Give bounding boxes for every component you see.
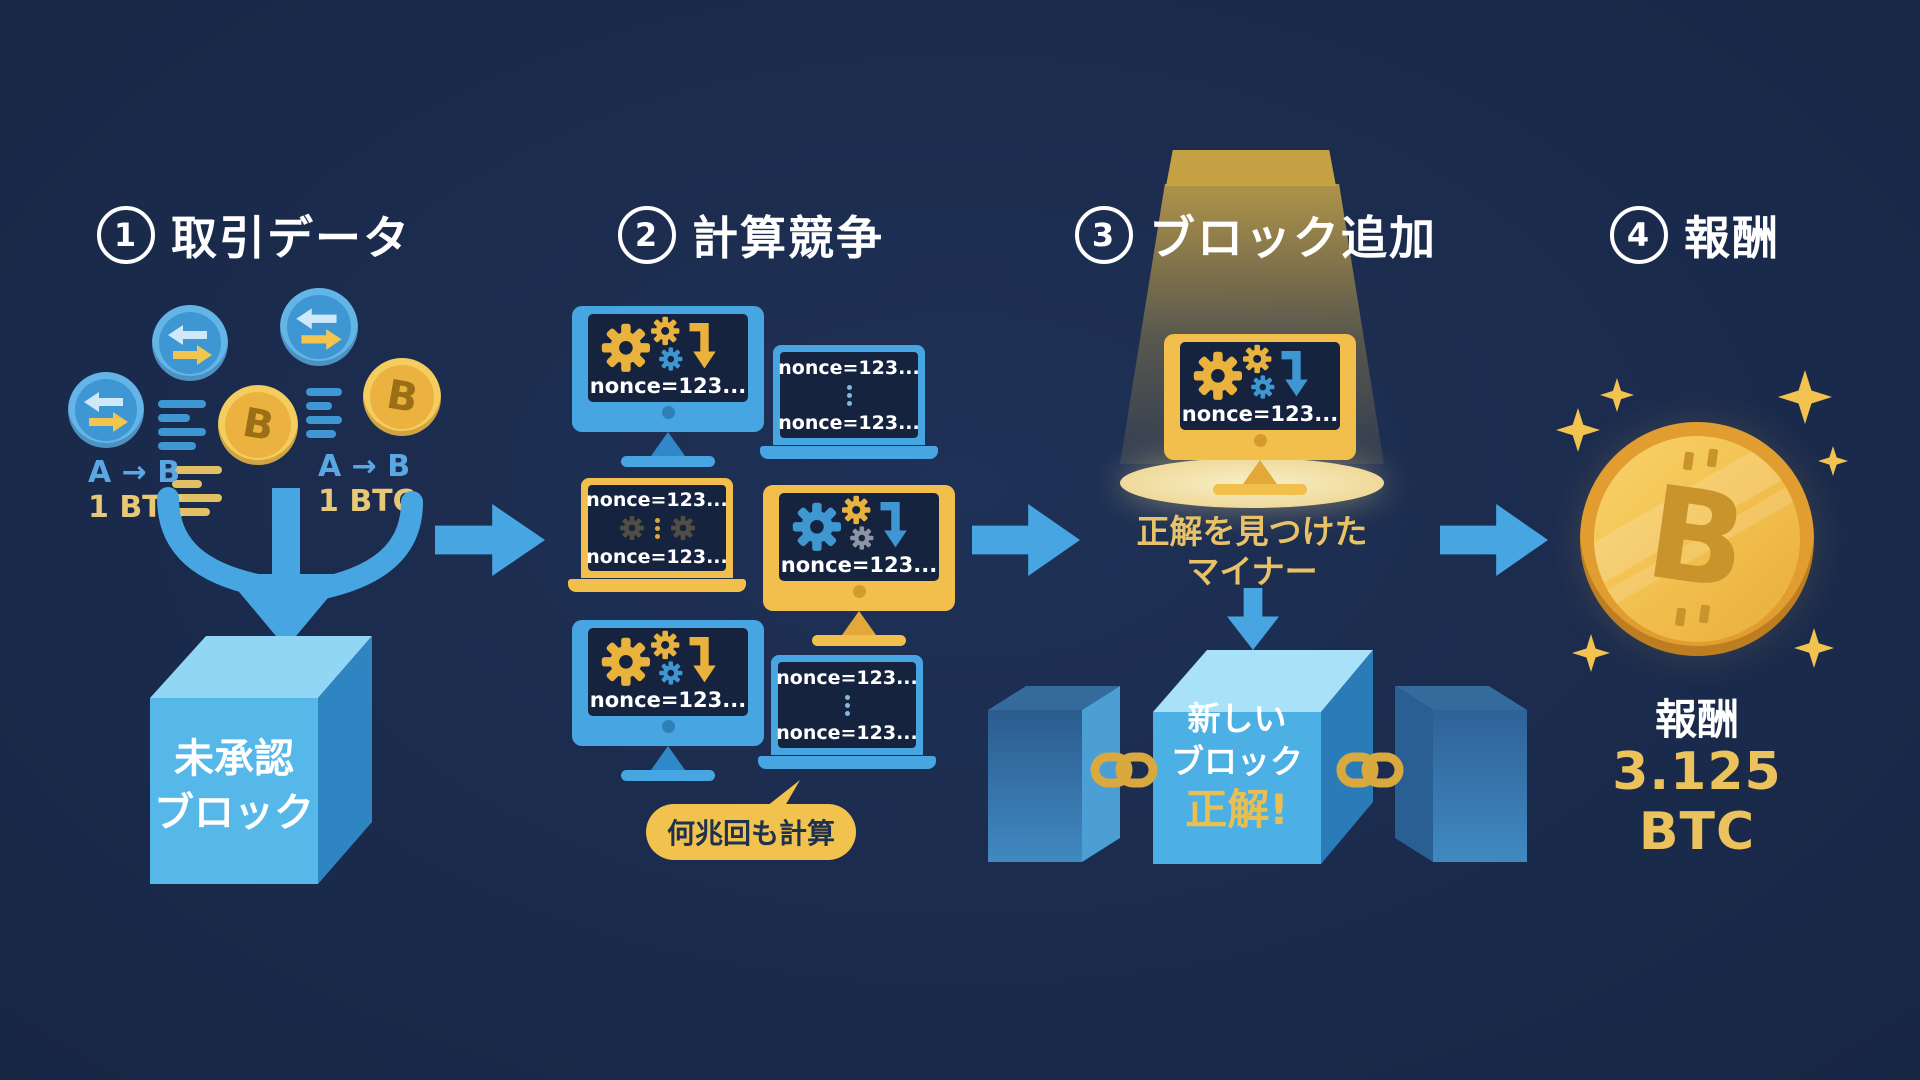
step3-title-label: ブロック追加 <box>1149 211 1437 265</box>
nonce-text: nonce=123... <box>589 688 747 712</box>
step3-title: 3 ブロック追加 <box>1075 202 1437 268</box>
step2-title: 2 計算競争 <box>618 202 884 268</box>
flow-arrow-icon <box>435 504 545 576</box>
blockchain-new-block <box>1153 650 1373 864</box>
chain-link-icon <box>1336 752 1404 788</box>
unconfirmed-block-cube <box>150 636 372 884</box>
nonce-text: nonce=123... <box>778 411 920 434</box>
laptop-computer-icon: nonce=123... nonce=123... <box>568 478 746 592</box>
nonce-text: nonce=123... <box>586 488 728 511</box>
sparkle-icon <box>1794 628 1834 668</box>
transaction-lines-icon <box>158 400 208 456</box>
reward-amount: 3.125 BTC <box>1612 742 1782 862</box>
step1-title: 1 取引データ <box>97 202 411 268</box>
nonce-text: nonce=123... <box>1181 402 1339 426</box>
gears-icon <box>619 515 696 542</box>
step2-number-badge: 2 <box>618 206 676 264</box>
step3-number-badge: 3 <box>1075 206 1133 264</box>
gears-icon <box>601 630 716 686</box>
step4-title: 4 報酬 <box>1610 202 1780 268</box>
nonce-text: nonce=123... <box>780 553 938 577</box>
speech-bubble: 何兆回も計算 <box>646 804 856 860</box>
blockchain-prev-block <box>988 686 1120 862</box>
bitcoin-coin-icon: B <box>363 358 441 436</box>
chain-link-icon <box>1090 752 1158 788</box>
step1-number-badge: 1 <box>97 206 155 264</box>
nonce-text: nonce=123... <box>589 374 747 398</box>
gears-icon <box>1193 344 1308 400</box>
nonce-text: nonce=123... <box>778 356 920 379</box>
step4-title-label: 報酬 <box>1684 211 1780 265</box>
laptop-computer-icon: nonce=123... nonce=123... <box>760 345 938 459</box>
sparkle-icon <box>1600 378 1634 412</box>
nonce-text: nonce=123... <box>776 721 918 744</box>
transfer-coin-icon <box>152 305 228 381</box>
transaction-caption: A → B 1 BTC <box>318 449 415 519</box>
step2-title-label: 計算競争 <box>692 211 884 265</box>
transfer-coin-icon <box>280 288 358 366</box>
dots-icon <box>846 382 852 409</box>
transfer-coin-icon <box>68 372 144 448</box>
sparkle-icon <box>1778 370 1832 424</box>
reward-coin-icon: B <box>1580 422 1814 656</box>
sparkle-icon <box>1818 446 1848 476</box>
tx-parties: A → B <box>318 449 411 484</box>
unconfirmed-block-label: 未承認 ブロック <box>154 736 314 836</box>
gears-icon <box>792 495 907 551</box>
spotlight-cap <box>1166 150 1336 186</box>
new-block-label: 新しい ブロック 正解! <box>1171 699 1303 834</box>
flow-arrow-icon <box>1440 504 1548 576</box>
sparkle-icon <box>1572 634 1610 672</box>
tx-amount: 1 BTC <box>318 483 415 519</box>
nonce-text: nonce=123... <box>776 666 918 689</box>
down-arrow-icon <box>1227 588 1279 650</box>
flow-arrow-icon <box>972 504 1080 576</box>
sparkle-icon <box>1556 408 1600 452</box>
bitcoin-coin-icon: B <box>218 385 298 465</box>
winner-caption: 正解を見つけた マイナー <box>1136 512 1368 591</box>
desktop-computer-icon: nonce=123... <box>763 485 955 646</box>
blockchain-next-block <box>1395 686 1527 862</box>
step1-title-label: 取引データ <box>171 211 411 265</box>
merge-arrow-icon <box>157 487 423 648</box>
transaction-lines-icon <box>172 466 224 522</box>
transaction-lines-icon <box>306 388 346 444</box>
gears-icon <box>601 316 716 372</box>
dots-icon <box>844 692 850 719</box>
nonce-text: nonce=123... <box>586 545 728 568</box>
winning-miner-computer: nonce=123... <box>1164 334 1356 495</box>
step4-number-badge: 4 <box>1610 206 1668 264</box>
laptop-computer-icon: nonce=123... nonce=123... <box>758 655 936 769</box>
desktop-computer-icon: nonce=123... <box>572 620 764 781</box>
desktop-computer-icon: nonce=123... <box>572 306 764 467</box>
tx-parties: A → B <box>88 455 181 490</box>
bubble-label: 何兆回も計算 <box>666 817 835 850</box>
reward-label: 報酬 <box>1654 695 1739 744</box>
